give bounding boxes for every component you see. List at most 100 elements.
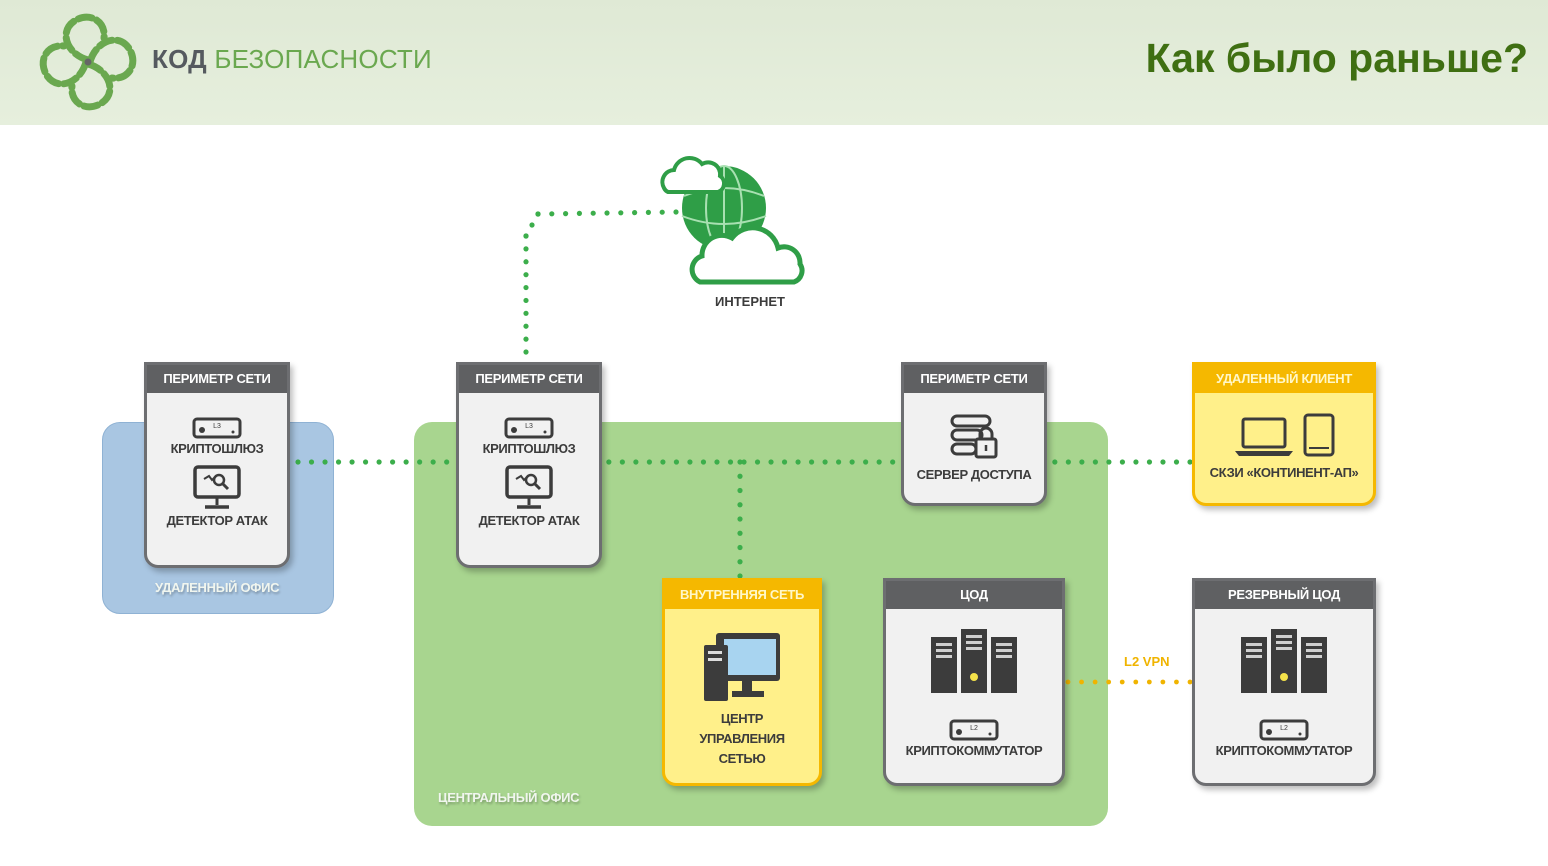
attack-detector-label: ДЕТЕКТОР АТАК <box>478 513 580 528</box>
connection-dot <box>308 459 315 465</box>
connection-dot <box>1065 459 1071 465</box>
card-header: РЕЗЕРВНЫЙ ЦОД <box>1195 581 1373 609</box>
connection-dot <box>403 459 409 465</box>
connection-dot <box>737 459 743 465</box>
remote-perimeter-card[interactable]: ПЕРИМЕТР СЕТИ L3 КРИПТОШЛЮЗ ДЕТЕКТОР АТА… <box>144 362 290 568</box>
backup-datacenter-card[interactable]: РЕЗЕРВНЫЙ ЦОД L2 КРИПТОКОММУТАТОР <box>1192 578 1376 786</box>
connection-dot <box>737 473 743 479</box>
connection-dot <box>1187 679 1193 685</box>
main-horizontal-link <box>295 459 1193 465</box>
connection-dot <box>523 297 529 304</box>
connection-dot <box>529 222 535 228</box>
connection-dot <box>523 349 529 355</box>
connection-dot <box>822 459 828 465</box>
connection-dot <box>523 310 529 316</box>
connection-dot <box>1133 459 1139 465</box>
connection-dot <box>1146 679 1152 685</box>
connection-dot <box>523 259 529 265</box>
connection-dot <box>1119 679 1125 685</box>
connection-dot <box>632 210 638 216</box>
connection-dot <box>727 459 734 465</box>
connection-dot <box>523 233 529 239</box>
connection-dot <box>737 487 743 494</box>
connection-dot <box>737 573 743 579</box>
crypto-switch-icon: L2 <box>1259 719 1309 741</box>
connection-dot <box>737 516 743 522</box>
card-header: ВНУТРЕННЯЯ СЕТЬ <box>665 581 819 609</box>
crypto-gateway-label: КРИПТОШЛЮЗ <box>482 441 576 456</box>
connection-dot <box>673 209 679 215</box>
connection-dot <box>1092 679 1098 685</box>
connection-dot <box>737 544 743 551</box>
connection-dot <box>376 459 382 465</box>
connection-dot <box>1092 459 1098 465</box>
connection-dot <box>549 211 555 217</box>
connection-dot <box>1065 679 1071 685</box>
connection-dot <box>687 459 693 465</box>
crypto-gateway-icon: L3 <box>192 417 242 439</box>
brand-prefix: КОД <box>152 44 207 74</box>
connection-dot <box>523 336 529 342</box>
connection-dot <box>1052 459 1058 465</box>
attack-detector-label: ДЕТЕКТОР АТАК <box>166 513 268 528</box>
connection-dot <box>295 459 301 465</box>
connection-dot <box>645 209 652 215</box>
connection-dot <box>362 459 369 465</box>
connection-dot <box>576 210 583 216</box>
connection-dot <box>417 459 423 465</box>
connection-dot <box>646 459 652 465</box>
server-rack-icon <box>1241 629 1327 693</box>
laptop-tablet-icon <box>1235 413 1335 457</box>
internal-network-card[interactable]: ВНУТРЕННЯЯ СЕТЬ ЦЕНТР УПРАВЛЕНИЯ СЕТЬЮ <box>662 578 822 786</box>
remote-client-label: СКЗИ «КОНТИНЕНТ-АП» <box>1209 465 1359 480</box>
remote-office-label: УДАЛЕННЫЙ ОФИС <box>155 580 280 595</box>
connection-dot <box>1119 459 1126 465</box>
connection-dot <box>563 211 569 217</box>
internet-link <box>523 209 679 355</box>
connection-dot <box>1146 459 1153 465</box>
connection-dot <box>1079 679 1084 685</box>
card-header: ПЕРИМЕТР СЕТИ <box>459 365 599 393</box>
connection-dot <box>604 210 610 216</box>
remote-client-card[interactable]: УДАЛЕННЫЙ КЛИЕНТ СКЗИ «КОНТИНЕНТ-АП» <box>1192 362 1376 506</box>
connection-dot <box>1174 679 1179 685</box>
connection-dot <box>1173 459 1180 465</box>
connection-dot <box>618 210 624 216</box>
connection-dot <box>349 459 355 465</box>
attack-detector-icon <box>193 465 241 509</box>
workstation-icon <box>704 633 780 701</box>
card-header: ПЕРИМЕТР СЕТИ <box>147 365 287 393</box>
access-server-lock-icon <box>950 414 998 459</box>
connection-dot <box>1160 679 1166 685</box>
connection-dot <box>737 530 743 536</box>
connection-dot <box>836 459 842 465</box>
nms-label-line3: СЕТЬЮ <box>718 751 766 766</box>
slide-title: Как было раньше? <box>1145 35 1528 81</box>
card-header: УДАЛЕННЫЙ КЛИЕНТ <box>1195 365 1373 393</box>
internet-label: ИНТЕРНЕТ <box>714 294 785 309</box>
connection-dot <box>1160 459 1166 465</box>
connection-dot <box>741 459 747 465</box>
connection-dot <box>863 459 869 465</box>
connection-dot <box>754 459 761 465</box>
connection-dot <box>590 210 596 216</box>
connection-dot <box>322 459 328 465</box>
card-header: ПЕРИМЕТР СЕТИ <box>904 365 1044 393</box>
connection-dot <box>660 459 666 465</box>
connection-dot <box>890 459 896 465</box>
access-perimeter-card[interactable]: ПЕРИМЕТР СЕТИ СЕРВЕР ДОСТУПА <box>901 362 1047 506</box>
crypto-gateway-label: КРИПТОШЛЮЗ <box>170 441 264 456</box>
connection-dot <box>430 459 436 465</box>
central-perimeter-card[interactable]: ПЕРИМЕТР СЕТИ L3 КРИПТОШЛЮЗ ДЕТЕКТОР АТА… <box>456 362 602 568</box>
connection-dot <box>1106 459 1112 465</box>
header-bar: КОД БЕЗОПАСНОСТИ Как было раньше? <box>0 0 1548 125</box>
attack-detector-icon <box>505 465 553 509</box>
access-server-label: СЕРВЕР ДОСТУПА <box>916 467 1032 482</box>
datacenter-card[interactable]: ЦОД L2 КРИПТОКОММУТАТОР <box>883 578 1065 786</box>
crypto-switch-icon: L2 <box>949 719 999 741</box>
connection-dot <box>876 459 882 465</box>
connection-dot <box>737 559 743 565</box>
internal-network-link <box>737 459 743 579</box>
connection-dot <box>659 209 665 215</box>
connection-dot <box>390 459 396 465</box>
